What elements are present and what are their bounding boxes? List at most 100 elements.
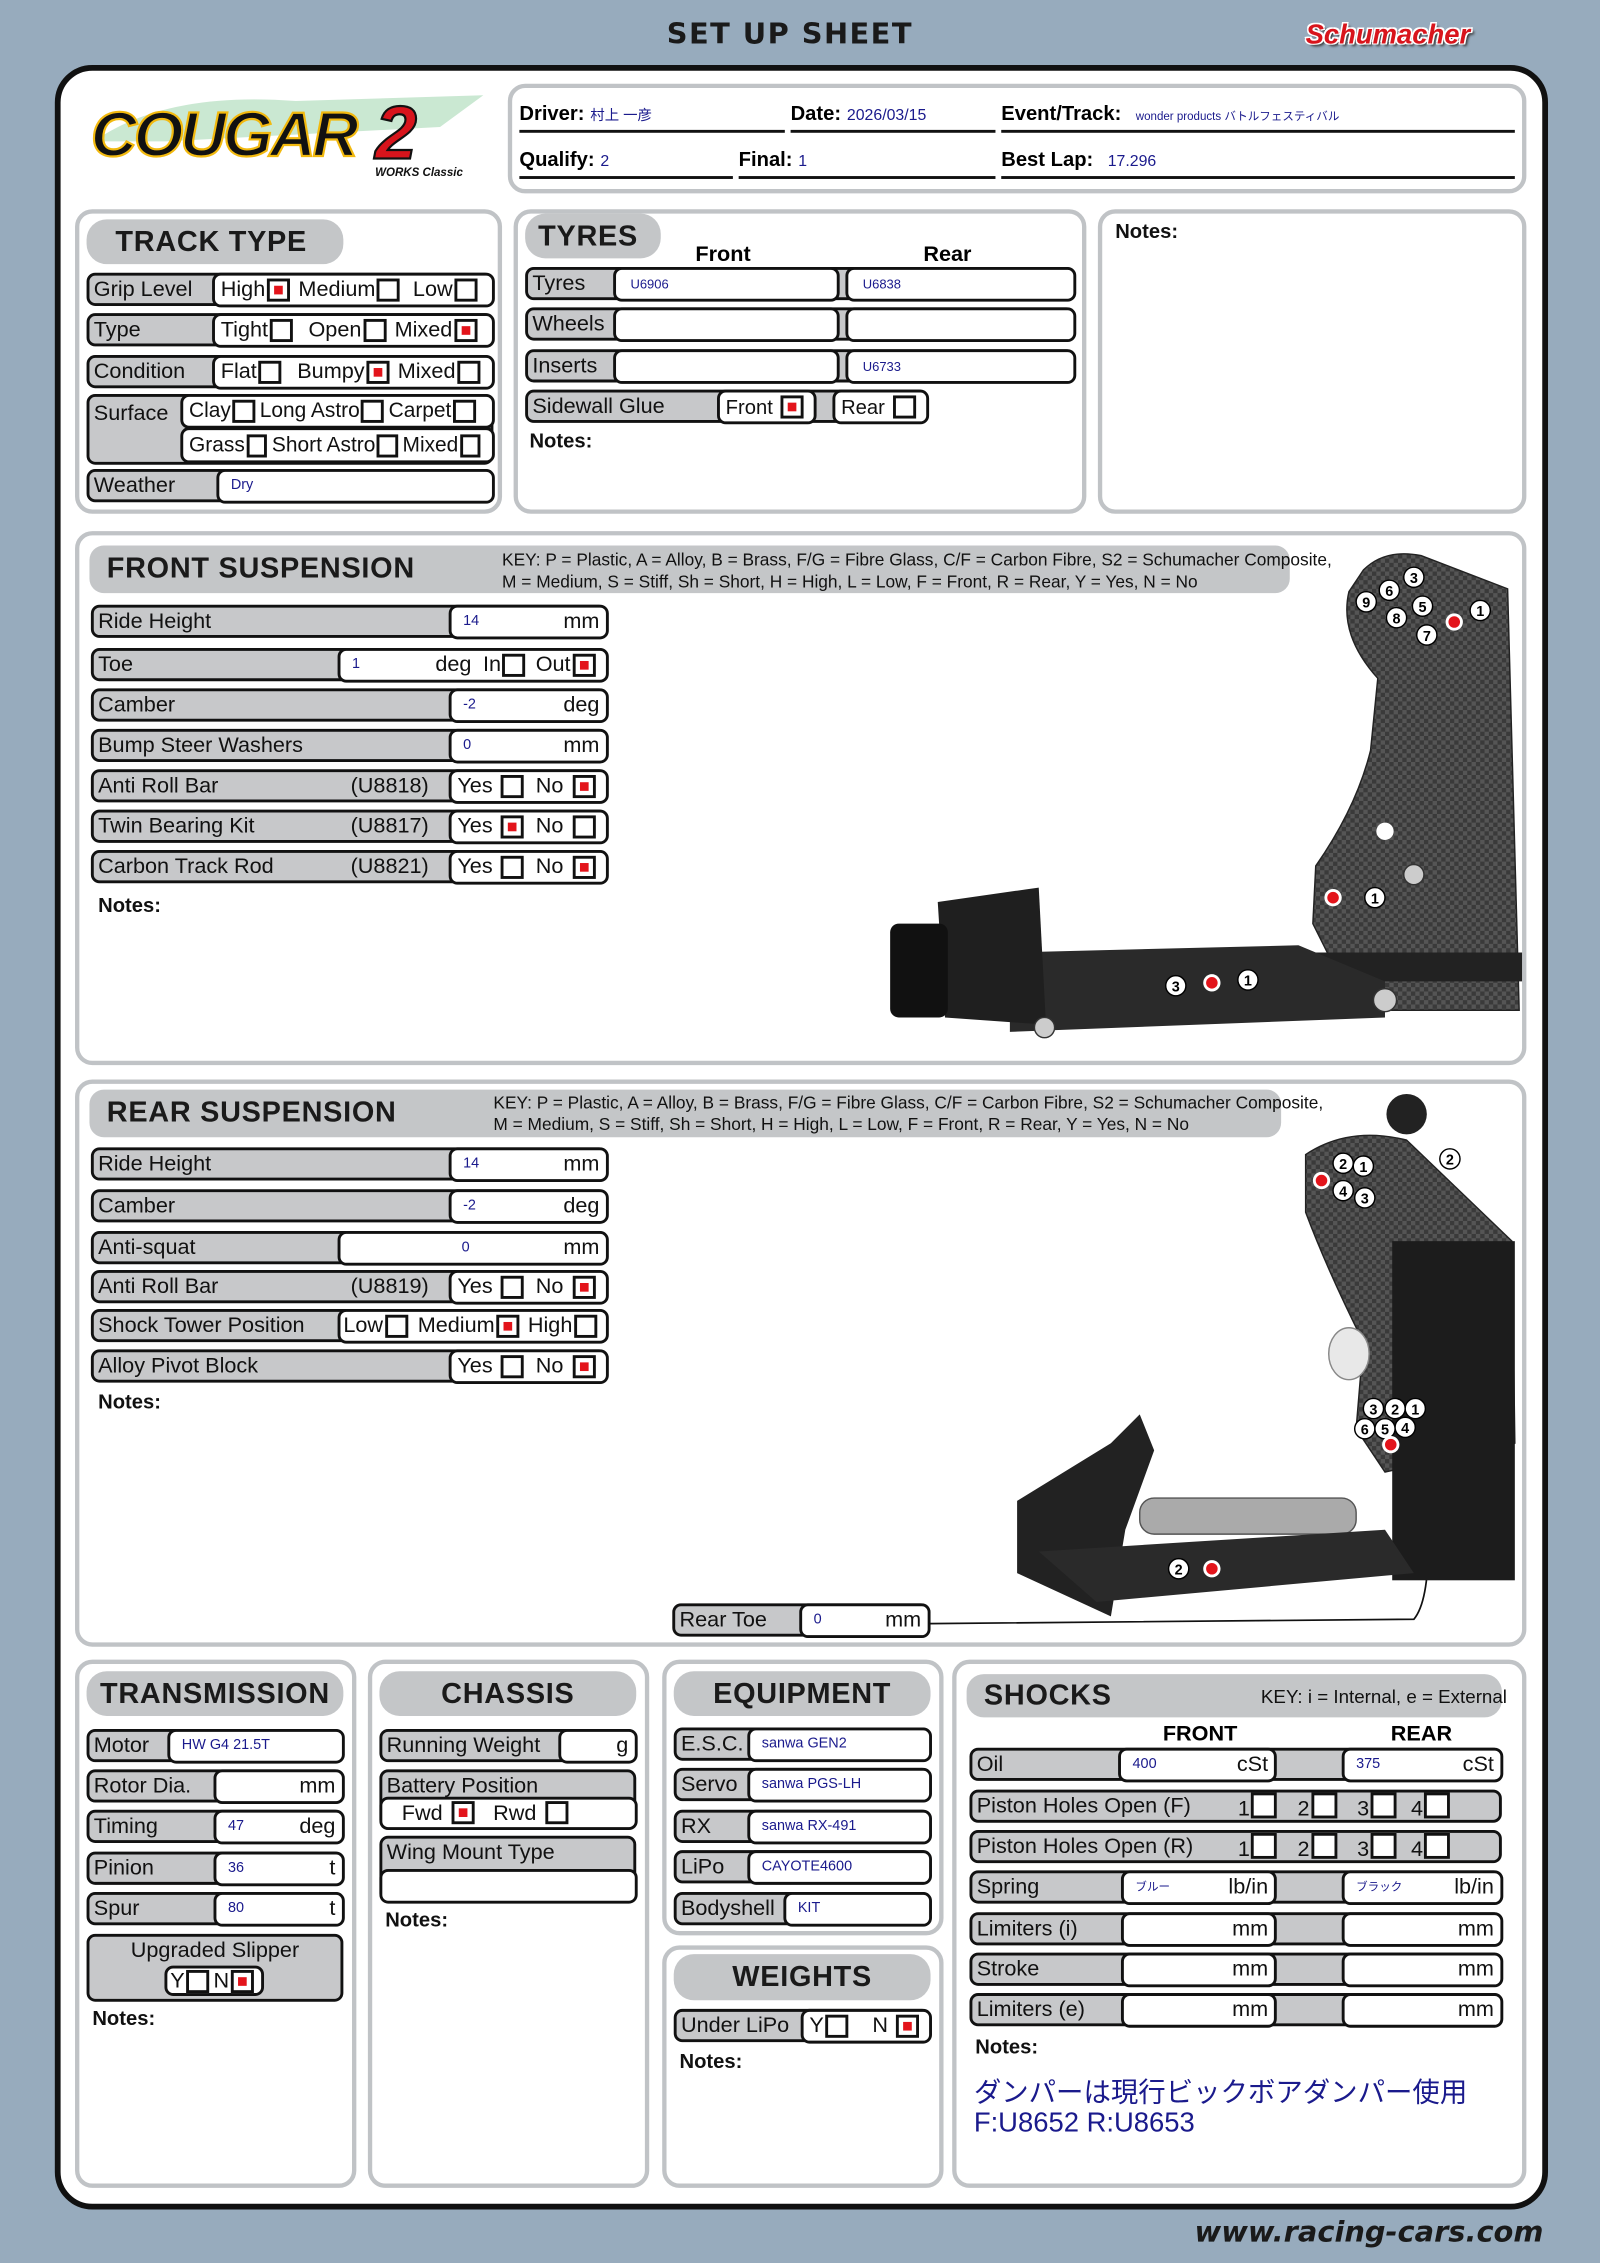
condition-flat-checkbox[interactable] (258, 360, 282, 384)
running-weight-input[interactable]: g (558, 1728, 637, 1763)
date-field[interactable]: Date:2026/03/15 (790, 95, 996, 133)
rx-input[interactable]: sanwa RX-491 (747, 1809, 932, 1844)
event-field[interactable]: Event/Track:wonder products バトルフェスティバル (1001, 95, 1515, 133)
wheels-rear-input[interactable] (845, 306, 1076, 342)
best-lap-field[interactable]: Best Lap:17.296 (1001, 141, 1515, 179)
no-checkbox[interactable] (572, 1354, 596, 1378)
esc-input[interactable]: sanwa GEN2 (747, 1726, 932, 1762)
grip-low-checkbox[interactable] (454, 277, 478, 301)
limiters-e-row: Limiters (e) mm mm (969, 1992, 1503, 2027)
wheels-row: Wheels (525, 306, 1076, 342)
no-checkbox[interactable] (572, 1275, 596, 1299)
toe-in-checkbox[interactable] (502, 653, 526, 677)
driver-field[interactable]: Driver:村上 一彦 (519, 95, 785, 133)
stroke-front-input[interactable]: mm (1120, 1951, 1277, 1987)
rear-suspension-title: REAR SUSPENSION (89, 1089, 1282, 1138)
tyres-front-input[interactable]: U6906 (613, 266, 840, 301)
surface-long-astro-checkbox[interactable] (361, 399, 385, 423)
hole-2-checkbox[interactable] (1310, 1832, 1337, 1859)
condition-mixed-checkbox[interactable] (456, 360, 481, 384)
svg-text:1: 1 (1359, 1160, 1367, 1176)
hole-3-checkbox[interactable] (1370, 1832, 1397, 1859)
surface-mixed-checkbox[interactable] (459, 433, 482, 457)
lipo-input[interactable]: CAYOTE4600 (747, 1849, 932, 1885)
stroke-rear-input[interactable]: mm (1341, 1951, 1503, 1987)
general-notes-section[interactable] (1097, 209, 1527, 514)
hole-3-checkbox[interactable] (1370, 1792, 1397, 1819)
spur-value: 80 (227, 1900, 244, 1917)
bodyshell-input[interactable]: KIT (783, 1891, 932, 1926)
weather-input[interactable]: Dry (216, 468, 495, 503)
hole-2-checkbox[interactable] (1310, 1792, 1337, 1819)
fwd-checkbox[interactable] (451, 1801, 475, 1825)
surface-short-astro-checkbox[interactable] (376, 433, 399, 457)
yes-checkbox[interactable] (501, 1275, 525, 1299)
inserts-row: Inserts U6733 (525, 348, 1076, 384)
wheels-front-input[interactable] (613, 306, 840, 342)
footer-url[interactable]: www.racing-cars.com (1194, 2213, 1544, 2249)
hole-1-checkbox[interactable] (1251, 1792, 1278, 1819)
grip-high-checkbox[interactable] (266, 277, 290, 301)
no-checkbox[interactable] (572, 814, 596, 838)
rotor-dia-input[interactable]: mm (213, 1768, 345, 1804)
no-checkbox[interactable] (572, 855, 596, 879)
svg-text:2: 2 (1339, 1157, 1347, 1173)
motor-input[interactable]: HW G4 21.5T (167, 1728, 345, 1763)
type-mixed-checkbox[interactable] (453, 318, 477, 342)
low-checkbox[interactable] (384, 1314, 408, 1338)
yes-checkbox[interactable] (501, 855, 525, 879)
type-open-checkbox[interactable] (362, 318, 386, 342)
hole-1-checkbox[interactable] (1251, 1832, 1278, 1859)
shocks-notes-label: Notes: (975, 2034, 1039, 2059)
qualify-field[interactable]: Qualify:2 (519, 141, 733, 179)
tyres-rear-input[interactable]: U6838 (845, 266, 1076, 301)
rwd-checkbox[interactable] (545, 1801, 569, 1825)
yes-checkbox[interactable] (501, 1354, 525, 1378)
final-field[interactable]: Final:1 (738, 141, 996, 179)
servo-input[interactable]: sanwa PGS-LH (747, 1767, 932, 1802)
high-checkbox[interactable] (573, 1314, 597, 1338)
y-checkbox[interactable] (825, 2013, 849, 2038)
sidewall-front-checkbox[interactable] (780, 394, 804, 418)
inserts-front-input[interactable] (613, 348, 840, 384)
wing-mount-input[interactable] (378, 1868, 637, 1903)
limiters-i-rear-input[interactable]: mm (1341, 1911, 1503, 1947)
toe-out-checkbox[interactable] (572, 653, 596, 677)
no-checkbox[interactable] (572, 774, 596, 798)
hole-4-checkbox[interactable] (1424, 1832, 1451, 1859)
surface-clay-checkbox[interactable] (232, 399, 256, 423)
limiters-i-front-input[interactable]: mm (1120, 1911, 1277, 1947)
surface-grass-checkbox[interactable] (246, 433, 268, 457)
y-checkbox[interactable] (186, 1969, 210, 1993)
grip-medium-checkbox[interactable] (376, 277, 400, 301)
n-checkbox[interactable] (230, 1969, 254, 1993)
yes-checkbox[interactable] (501, 774, 525, 798)
n-checkbox[interactable] (895, 2013, 919, 2038)
sidewall-rear-checkbox[interactable] (892, 394, 916, 418)
yes-checkbox[interactable] (501, 814, 525, 838)
hole-4-checkbox[interactable] (1424, 1792, 1451, 1819)
inserts-rear-input[interactable]: U6733 (845, 348, 1076, 384)
medium-checkbox[interactable] (496, 1314, 520, 1338)
surface-carpet-checkbox[interactable] (452, 399, 476, 423)
limiters-e-rear-input[interactable]: mm (1341, 1992, 1503, 2027)
limiters-e-front-input[interactable]: mm (1120, 1992, 1277, 2027)
condition-bumpy-checkbox[interactable] (366, 360, 390, 384)
unit-label: deg (563, 692, 600, 718)
type-tight-checkbox[interactable] (269, 318, 293, 342)
